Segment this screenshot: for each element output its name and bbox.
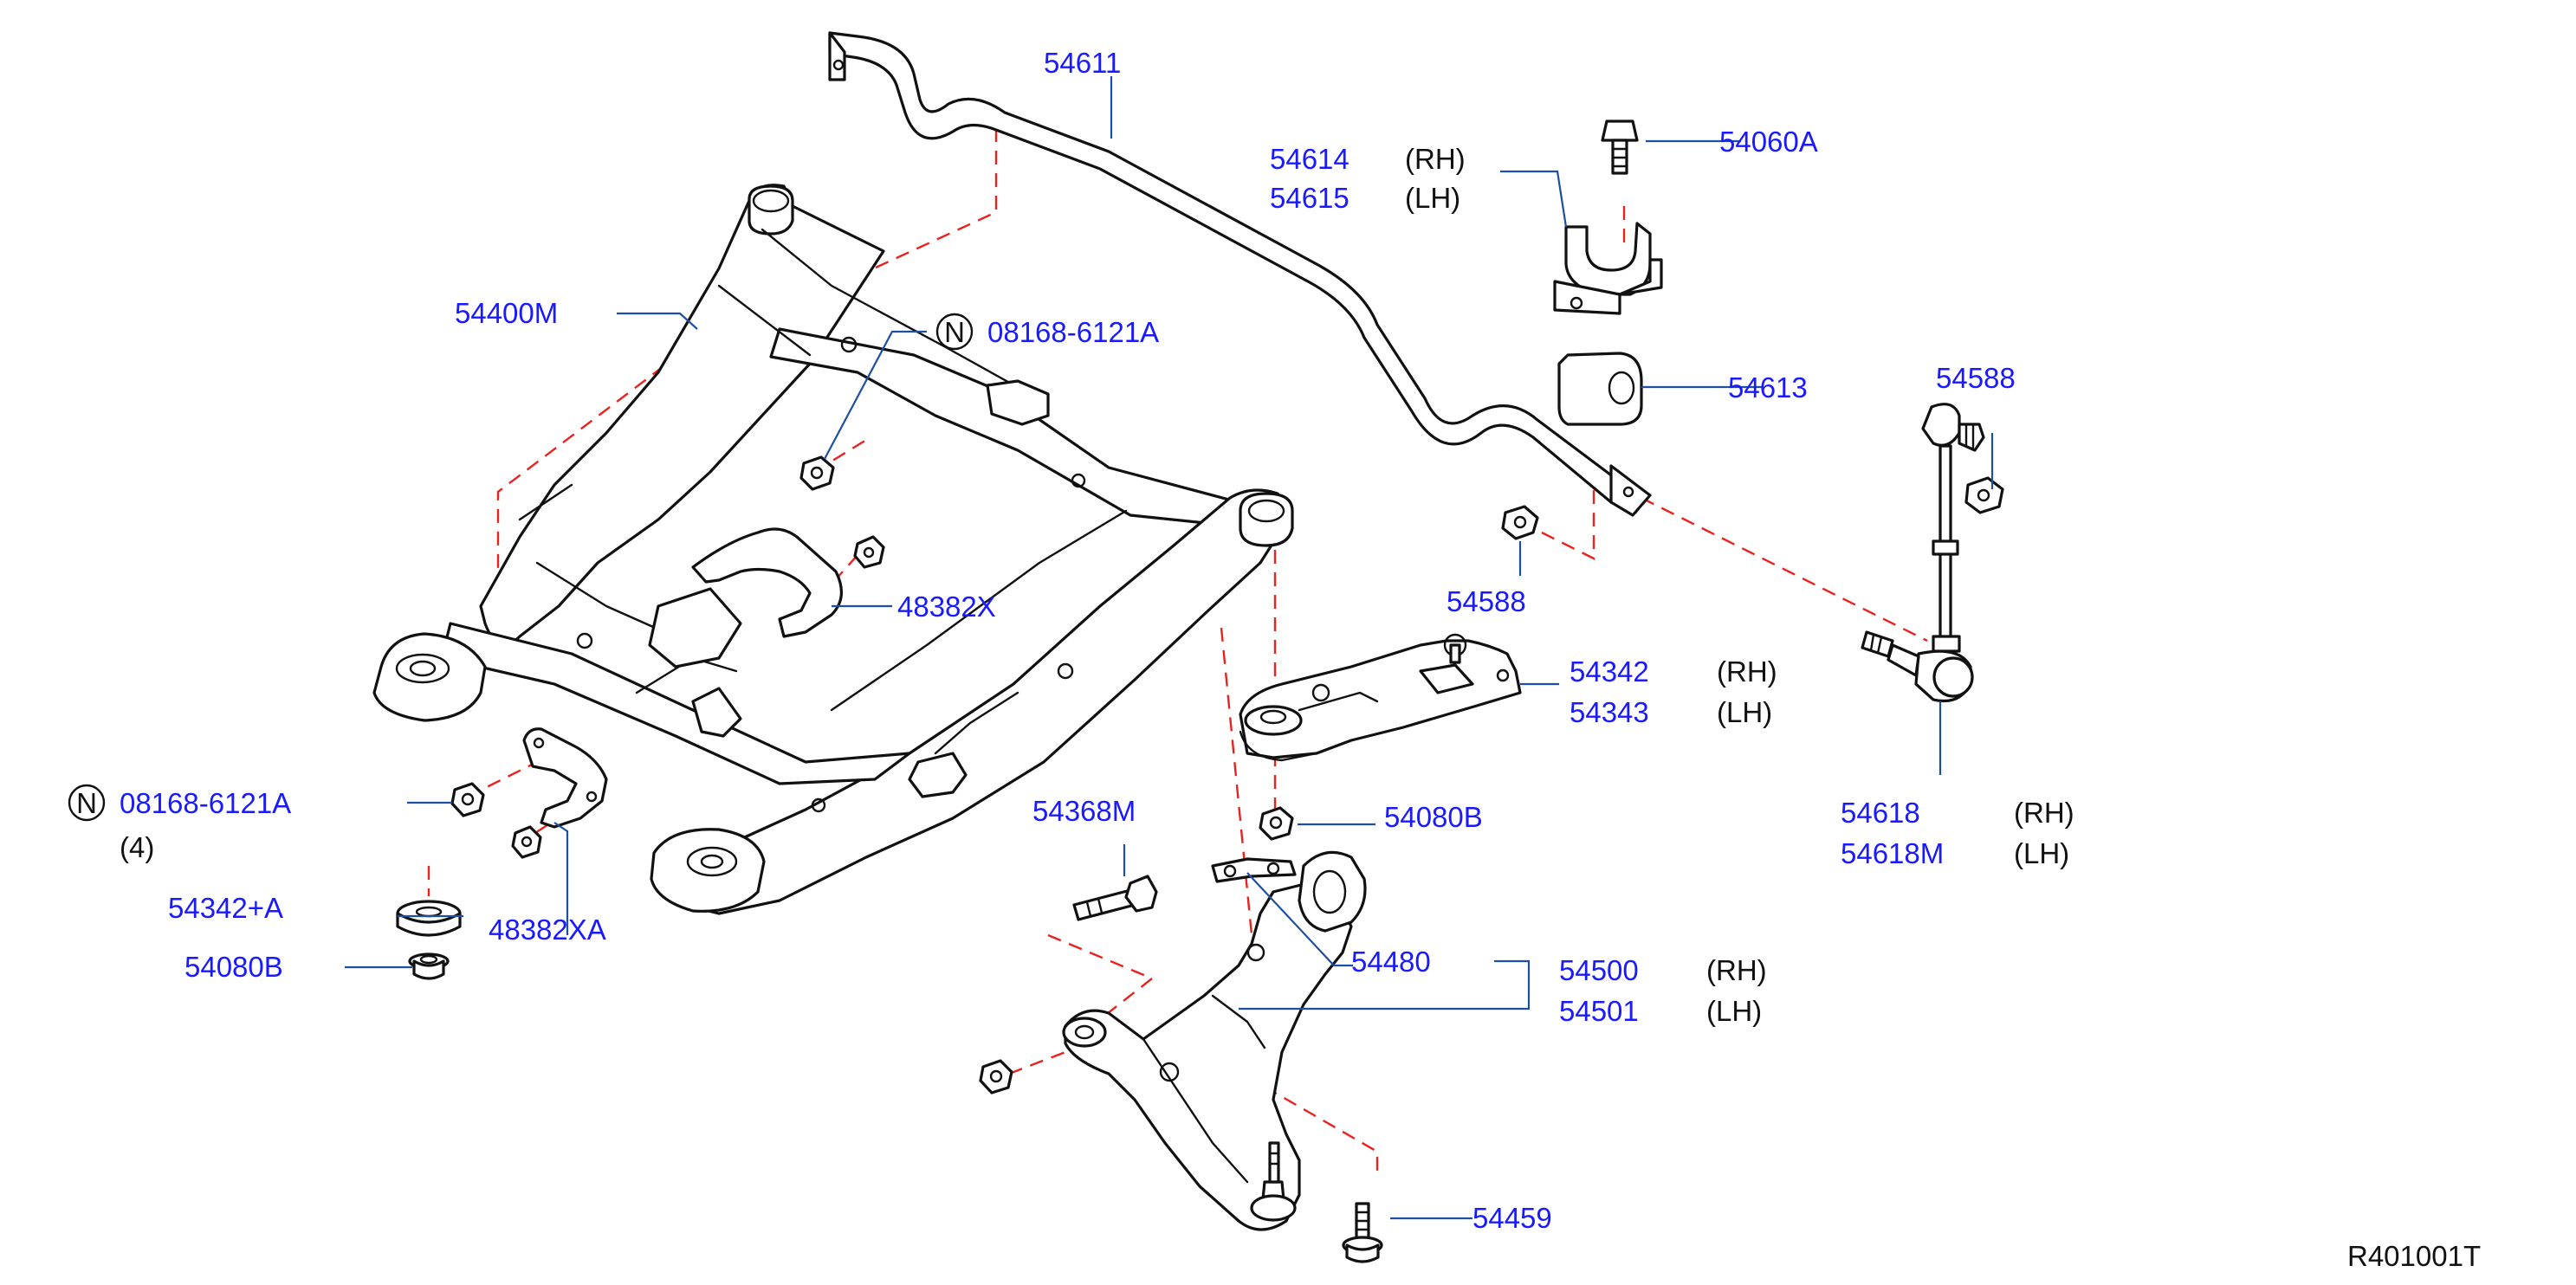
arm-bolt-368m[interactable] [1072,875,1158,921]
label-qty: (4) [120,831,154,863]
label-08168-6121a-left[interactable]: 08168-6121A [120,787,291,819]
label-54343-side: (LH) [1717,696,1772,728]
label-54614[interactable]: 54614 [1270,143,1349,175]
link-nut-top[interactable] [1964,476,2004,514]
label-54618[interactable]: 54618 [1841,797,1920,829]
label-48382x[interactable]: 48382X [897,591,996,623]
label-54060a[interactable]: 54060A [1719,126,1818,158]
label-54400m[interactable]: 54400M [455,297,558,329]
stabilizer-bar[interactable] [828,31,1652,517]
label-54342[interactable]: 54342 [1570,655,1649,688]
label-54615-side: (LH) [1405,182,1460,214]
label-54343[interactable]: 54343 [1570,696,1649,728]
label-54500-side: (RH) [1706,954,1767,986]
label-54080b-left[interactable]: 54080B [184,951,283,983]
label-54459[interactable]: 54459 [1472,1202,1552,1234]
label-54615[interactable]: 54615 [1270,182,1349,214]
front-subframe[interactable] [372,184,1294,915]
label-54368m[interactable]: 54368M [1032,795,1136,827]
svg-text:N: N [76,787,97,819]
label-54480[interactable]: 54480 [1351,946,1431,978]
subframe-mount[interactable] [1239,633,1522,762]
label-54618m-side: (LH) [2014,837,2069,869]
hidden-lines [427,128,1928,1178]
stabilizer-bushing[interactable] [1557,352,1643,426]
stabilizer-link[interactable] [1861,403,1985,703]
subframe-nut-left[interactable] [450,782,485,817]
link-nut-mid[interactable] [1501,505,1539,540]
label-54588-top[interactable]: 54588 [1936,362,2016,394]
label-54080b-mid[interactable]: 54080B [1384,801,1483,833]
label-54501-side: (LH) [1706,995,1762,1027]
label-48382xa[interactable]: 48382XA [489,914,606,946]
leader-lines [345,76,1994,1220]
n-symbol-left: N [68,784,106,822]
label-54618-side: (RH) [2014,797,2074,829]
svg-text:N: N [944,316,965,348]
label-54618m[interactable]: 54618M [1841,837,1944,869]
diagram-code: R401001T [2347,1240,2481,1272]
n-symbol-top: N [935,313,974,351]
arm-front-nut[interactable] [979,1059,1013,1095]
subframe-nut-top[interactable] [799,455,835,491]
label-54613[interactable]: 54613 [1728,371,1808,404]
label-54614-side: (RH) [1405,143,1466,175]
subframe-bushing[interactable] [396,900,462,937]
subframe-nut-080b-left[interactable] [408,952,450,980]
arm-bolt-480[interactable] [1211,857,1297,883]
label-54342-side: (RH) [1717,655,1777,688]
plate-nut-48382xa[interactable] [511,825,542,859]
part-labels: 54611 54614 (RH) 54615 (LH) 54060A 54400… [120,47,2481,1272]
clamp-bolt[interactable] [1601,119,1639,175]
label-54501[interactable]: 54501 [1559,995,1639,1027]
lower-control-arm[interactable] [1062,850,1367,1231]
label-54611[interactable]: 54611 [1044,47,1121,79]
plate-nut-48382x[interactable] [853,535,885,569]
label-54500[interactable]: 54500 [1559,954,1639,986]
label-08168-6121a-top[interactable]: 08168-6121A [987,316,1159,348]
heat-plate-48382xa[interactable] [522,727,608,829]
label-54342a[interactable]: 54342+A [168,892,283,924]
label-54588-mid[interactable]: 54588 [1447,585,1526,617]
stabilizer-clamp[interactable] [1553,222,1663,315]
mount-nut-080b[interactable] [1259,806,1294,841]
arm-bolt-459[interactable] [1342,1202,1383,1263]
heat-plate-48382x[interactable] [691,527,843,638]
